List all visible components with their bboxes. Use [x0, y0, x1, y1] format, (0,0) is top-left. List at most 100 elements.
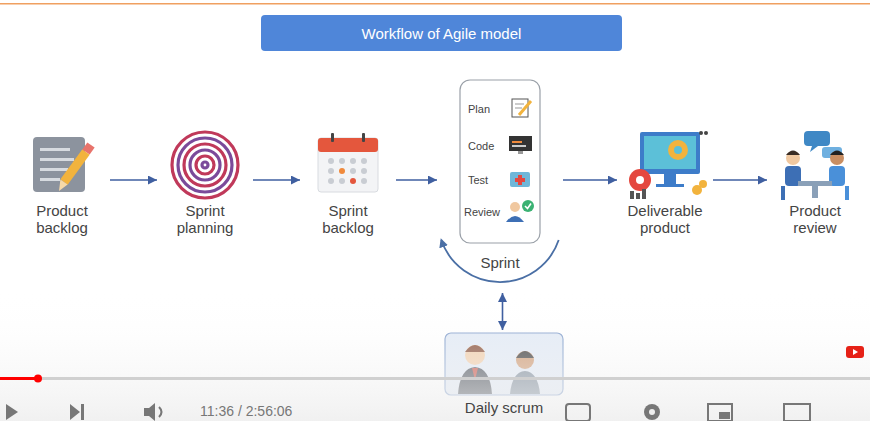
node-label: Deliverable product — [620, 202, 710, 236]
backlog-icon — [59, 179, 68, 191]
player-overlay — [644, 404, 660, 420]
flow-arrow — [713, 179, 767, 181]
review-meeting-icon — [781, 186, 785, 200]
deliverable-icon — [636, 176, 644, 184]
planning-icon — [190, 150, 220, 180]
review-icon — [525, 204, 531, 209]
player-overlay — [81, 404, 84, 420]
flow-arrow — [502, 293, 504, 330]
deliverable-icon — [630, 191, 634, 199]
review-meeting-icon — [798, 181, 832, 186]
node-label: Sprint planning — [160, 202, 250, 236]
player-overlay — [0, 377, 870, 380]
sprint-box — [441, 80, 558, 282]
player-overlay — [649, 409, 655, 415]
title-banner: Workflow of Agile model — [261, 15, 622, 51]
player-overlay — [719, 412, 730, 419]
deliverable-icon — [699, 180, 707, 188]
player-overlay — [0, 377, 38, 380]
backlog-icon — [33, 137, 85, 192]
step-label: Plan — [468, 102, 560, 116]
player-overlay — [34, 375, 42, 383]
calendar-icon — [318, 138, 378, 152]
review-meeting-icon — [781, 131, 849, 200]
review-meeting-icon — [804, 131, 830, 146]
deliverable-icon — [656, 184, 684, 187]
player-overlay — [0, 290, 870, 421]
review-icon — [522, 200, 534, 212]
player-overlay — [0, 290, 870, 421]
plan-icon — [515, 104, 524, 105]
deliverable-icon — [640, 132, 700, 174]
title-text: Workflow of Agile model — [362, 25, 522, 42]
review-meeting-icon — [786, 151, 800, 156]
calendar-icon — [350, 178, 356, 184]
review-icon — [510, 202, 520, 212]
calendar-icon — [318, 138, 378, 192]
sprint-backlog-node: Sprint backlog — [303, 130, 393, 236]
plan-icon — [519, 101, 531, 115]
review-node: Product review — [770, 130, 860, 236]
deliverable-icon — [699, 131, 703, 135]
planning-icon — [202, 162, 208, 168]
deliverable-icon — [704, 131, 708, 135]
node-label: Sprint backlog — [303, 202, 393, 236]
step-label: Review — [464, 205, 560, 219]
planning-icon — [172, 132, 238, 198]
backlog-node: Product backlog — [17, 130, 107, 236]
review-meeting-icon — [845, 186, 849, 200]
time-label: 11:36 / 2:56:06 — [200, 403, 292, 419]
player-overlay — [853, 349, 858, 355]
player-overlay — [784, 404, 810, 421]
deliverable-icon — [629, 169, 651, 191]
code-icon — [518, 151, 523, 154]
deliverable-icon — [642, 189, 646, 199]
backlog-icon — [40, 158, 74, 161]
backlog-icon — [86, 145, 91, 152]
code-icon — [509, 136, 532, 151]
deliverable-icon — [644, 136, 696, 169]
backlog-icon — [33, 137, 91, 192]
top-rule — [0, 3, 870, 5]
node-label: Daily scrum — [445, 399, 563, 416]
calendar-icon — [362, 133, 365, 142]
review-meeting-icon — [830, 151, 844, 165]
player-overlay — [846, 346, 864, 358]
player-overlay — [144, 403, 155, 421]
test-icon — [510, 172, 530, 187]
deliverable-icon — [636, 193, 640, 199]
deliverable-icon — [668, 140, 688, 160]
sprint-node: PlanCodeTestReviewSprint — [440, 78, 560, 290]
code-icon — [512, 141, 522, 143]
review-icon — [506, 216, 524, 222]
step-label: Test — [468, 173, 560, 187]
planning-icon — [172, 132, 238, 198]
flow-arrow — [253, 179, 300, 181]
backlog-icon — [40, 168, 68, 171]
player-overlay — [159, 407, 162, 417]
review-meeting-icon — [810, 146, 818, 152]
code-icon — [512, 145, 526, 147]
node-label: Product review — [770, 202, 860, 236]
player-overlay — [6, 404, 18, 420]
review-meeting-icon — [830, 151, 844, 156]
plan-icon — [512, 99, 531, 117]
backlog-icon — [40, 148, 70, 151]
flow-arrow — [110, 179, 157, 181]
test-icon — [510, 172, 530, 187]
flow-arrow — [396, 179, 437, 181]
node-label: Sprint — [440, 254, 560, 271]
flow-arrow — [563, 179, 617, 181]
review-meeting-icon — [786, 151, 800, 165]
review-icon — [506, 200, 534, 222]
plan-icon — [515, 108, 522, 109]
calendar-icon — [318, 133, 378, 192]
planning-icon — [196, 156, 214, 174]
test-icon — [515, 178, 525, 182]
player-overlay — [566, 404, 590, 421]
deliverable-icon — [629, 131, 708, 199]
calendar-icon — [331, 133, 334, 142]
step-label: Code — [468, 139, 560, 153]
